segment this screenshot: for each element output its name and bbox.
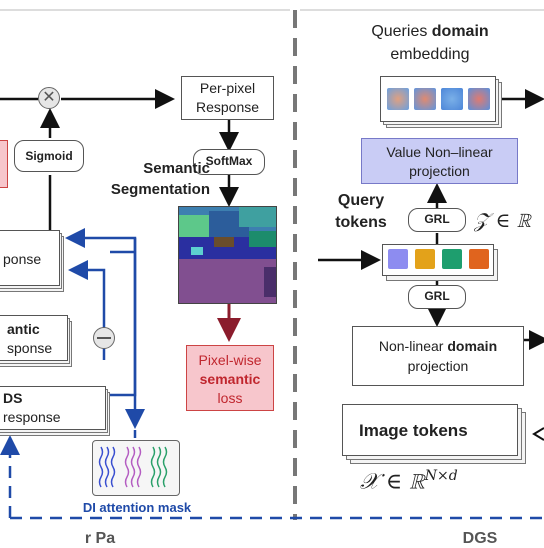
embedding-token-2 <box>414 88 436 110</box>
ds-response-label: response <box>3 409 61 425</box>
di-attention-mask-label: DI attention mask <box>82 500 192 515</box>
response-box-top: ponse <box>0 230 60 286</box>
image-tokens-box: Image tokens <box>342 404 518 456</box>
query-token-4 <box>469 249 489 269</box>
pixel-wise-semantic-loss-box: Pixel-wise semantic loss <box>186 345 274 411</box>
ds-response-box: DS response <box>0 386 106 430</box>
value-projection-label: projection <box>409 163 470 179</box>
query-tokens-box <box>382 244 494 276</box>
query-token-3 <box>442 249 462 269</box>
response-partial-label: sponse <box>7 340 53 356</box>
loss-label: loss <box>217 390 243 406</box>
response-top-label: ponse <box>3 251 42 267</box>
ds-label: DS <box>3 390 23 406</box>
right-bottom-partial-text: DGS <box>462 530 498 547</box>
query-token-2 <box>415 249 435 269</box>
segmentation-map-image <box>178 206 277 304</box>
embedding-token-3 <box>441 88 463 110</box>
image-tokens-label: Image tokens <box>359 421 468 440</box>
value-nonlinear-label: Value Non–linear <box>386 144 493 160</box>
per-pixel-response-box: Per-pixel Response <box>181 76 274 120</box>
embedding-token-1 <box>387 88 409 110</box>
left-partial-loss-box <box>0 140 8 188</box>
sigmoid-node: Sigmoid <box>14 140 84 172</box>
queries-domain-embedding-label: Queries domain embedding <box>371 23 489 63</box>
query-tokens-label: Query tokens <box>335 192 387 231</box>
grl-bottom-label: GRL <box>424 289 450 303</box>
query-token-1 <box>388 249 408 269</box>
grl-top-label: GRL <box>424 212 450 226</box>
semantic-segmentation-label: Semantic Segmentation <box>110 160 210 198</box>
value-nonlinear-projection-box: Value Non–linear projection <box>361 138 518 184</box>
attention-mask-graphic <box>98 446 168 488</box>
softmax-label: SoftMax <box>205 154 253 168</box>
pixel-wise-label: Pixel-wise <box>198 352 262 368</box>
grl-top-node: GRL <box>408 208 466 232</box>
subtract-node-icon <box>93 327 115 349</box>
softmax-node: SoftMax <box>193 149 265 175</box>
z-formula: 𝒵 ∈ ℝ <box>474 208 531 232</box>
segmentation-map-graphic <box>179 207 276 303</box>
x-formula: 𝒳 ∈ ℝN×d <box>360 468 458 495</box>
domain-projection-box: Non-linear domain projection <box>352 326 524 386</box>
di-attention-mask-image <box>92 440 180 496</box>
queries-embedding-box <box>380 76 496 122</box>
semantic-label: semantic <box>199 371 261 387</box>
per-pixel-label: Per-pixel <box>199 80 256 96</box>
left-bottom-partial-text: r Pa <box>84 530 116 547</box>
embedding-token-4 <box>468 88 490 110</box>
grl-bottom-node: GRL <box>408 285 466 309</box>
multiply-node-icon: ✕ <box>38 87 60 109</box>
response-label: Response <box>195 99 260 115</box>
semantic-partial-label: antic <box>7 321 40 337</box>
sigmoid-label: Sigmoid <box>25 149 73 163</box>
semantic-response-box: antic sponse <box>0 315 68 361</box>
